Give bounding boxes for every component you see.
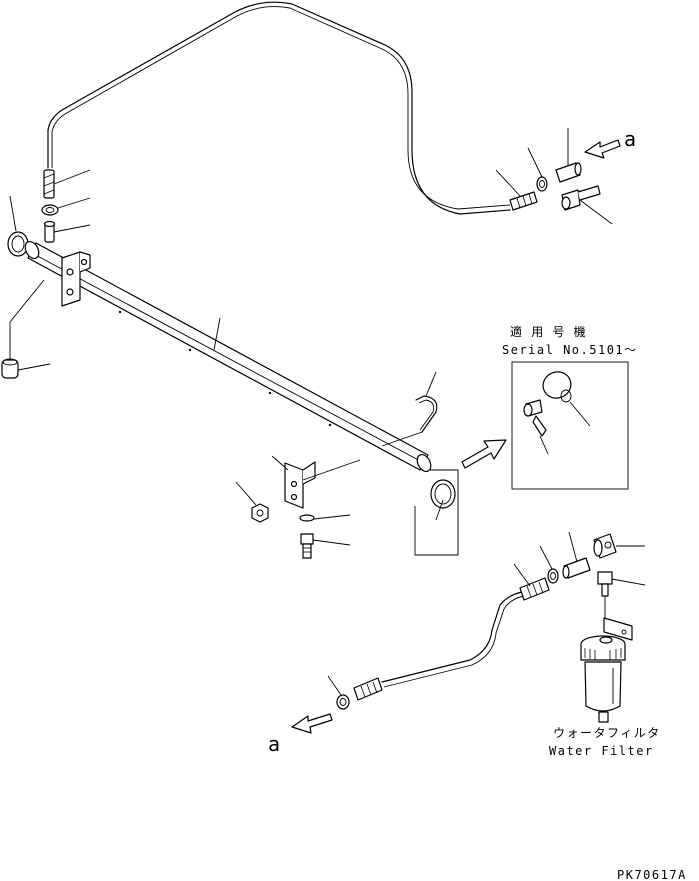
bracket-outline-right (414, 469, 459, 556)
lower-hose (381, 591, 523, 683)
filter-label-jp: ウォータフィルタ (553, 726, 661, 740)
adapter-fitting-lower-right (597, 571, 646, 632)
mid-bracket (271, 455, 316, 509)
inset-cap (542, 371, 591, 427)
end-cap-right (430, 479, 456, 521)
upper-hose-edge (51, 6, 511, 210)
hose-sleeve-top-right (495, 169, 538, 211)
serial-label-jp: 適 用 号 機 (510, 324, 587, 339)
inset-valve-cock (523, 399, 549, 455)
flow-arrow-bottom (291, 713, 333, 734)
filter-label-en: Water Filter (549, 744, 654, 758)
upper-hose (47, 1, 511, 215)
hose-clamp-top-left (41, 197, 91, 216)
flow-arrow-top (584, 139, 621, 159)
valve-cock-top-right (561, 185, 613, 225)
hose-clip-mid (415, 371, 438, 433)
hose-clamp-lower-right (539, 545, 559, 584)
bracket-to-pipe-line (302, 459, 361, 481)
connector-lower-left (1, 279, 51, 379)
lower-hose-edge (383, 595, 525, 688)
ref-a-bottom: a (268, 732, 280, 756)
main-fuel-pipe (24, 240, 432, 473)
elbow-fitting-lower-right (593, 533, 645, 559)
inset-pointer-arrow (461, 439, 507, 469)
hose-nipple-top-left (43, 220, 91, 243)
hose-nipple-top-right (555, 128, 582, 183)
hose-sleeve-top-left (43, 169, 91, 199)
hose-nipple-lower-right (562, 531, 591, 579)
washer-mid (299, 514, 351, 522)
pipe-bracket-left (61, 251, 91, 307)
hose-sleeve-lower-right (513, 563, 550, 601)
nut-mid (235, 481, 269, 523)
serial-label-en: Serial No.5101～ (502, 343, 638, 357)
drawing-code: PK70617A (617, 868, 687, 881)
clip-to-pipe-line (381, 431, 423, 447)
hose-clamp-top-right (527, 147, 548, 192)
hose-sleeve-lower-left (353, 677, 383, 701)
ref-a-top: a (624, 127, 636, 151)
hose-clamp-lower-left (327, 675, 350, 710)
bolt-mid (300, 533, 351, 559)
serial-inset-box (511, 361, 629, 490)
water-filter (580, 617, 633, 723)
